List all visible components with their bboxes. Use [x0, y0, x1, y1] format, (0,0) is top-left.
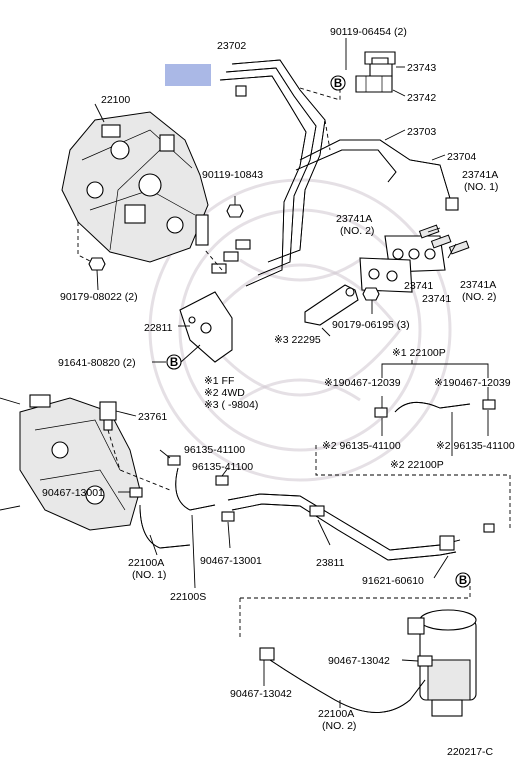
- label-23704: 23704: [447, 151, 476, 163]
- injection-pump-22100[interactable]: [61, 111, 209, 263]
- label-90467-13042-b: 90467-13042: [230, 688, 292, 700]
- note-3: ※3 ( -9804): [204, 399, 258, 411]
- label-23702: 23702: [217, 40, 246, 52]
- label-23743: 23743: [407, 62, 436, 74]
- hose-22100A-no1[interactable]: [139, 504, 191, 549]
- label-90119-06454: 90119-06454 (2): [330, 26, 407, 38]
- note-1: ※1 FF: [204, 375, 234, 387]
- watermark-emblem: [148, 178, 452, 482]
- label-23761: 23761: [138, 411, 167, 423]
- callout-b-3: B: [459, 575, 467, 587]
- label-96135-a: 96135-41100: [184, 444, 245, 456]
- label-22100P-1: ※1 22100P: [392, 347, 446, 359]
- bolt-90119-10843[interactable]: [226, 196, 244, 218]
- fuel-filter[interactable]: [407, 609, 477, 717]
- label-91621-60610: 91621-60610: [362, 575, 424, 587]
- label-90179-06195: 90179-06195 (3): [332, 319, 410, 331]
- label-23703: 23703: [407, 126, 436, 138]
- clamp-23741[interactable]: [359, 235, 446, 293]
- label-190467-b: ※190467-12039: [434, 377, 511, 389]
- label-23742: 23742: [407, 92, 436, 104]
- label-90467-13042-a: 90467-13042: [328, 655, 390, 667]
- label-23741-a: 23741: [404, 280, 433, 292]
- label-22100P-2: ※2 22100P: [390, 459, 444, 471]
- label-23811: 23811: [316, 557, 345, 569]
- label-22100A-2: 22100A: [318, 708, 354, 720]
- injection-pipes[interactable]: [211, 59, 459, 287]
- bolts-90179-06195[interactable]: [362, 287, 380, 301]
- label-23741A-1-no: (NO. 1): [464, 181, 498, 193]
- bolts-90179-08022[interactable]: [77, 222, 106, 271]
- label-96135-b: 96135-41100: [192, 461, 253, 473]
- label-22295: ※3 22295: [274, 334, 321, 346]
- label-23741-b: 23741: [422, 293, 451, 305]
- label-23741A-2-no: (NO. 2): [340, 225, 374, 237]
- label-190467-a: ※190467-12039: [324, 377, 401, 389]
- label-90467-13001-b: 90467-13001: [200, 555, 262, 567]
- callout-b-1: B: [334, 78, 342, 90]
- hose-22100S[interactable]: [175, 467, 216, 511]
- hose-22100A-no2[interactable]: [259, 647, 433, 713]
- fuel-pump-lower[interactable]: [19, 394, 141, 531]
- note-2: ※2 4WD: [204, 387, 245, 399]
- highlight-marker[interactable]: [165, 64, 211, 86]
- label-90179-08022: 90179-08022 (2): [60, 291, 138, 303]
- label-22100: 22100: [101, 94, 130, 106]
- label-22100A-1-no: (NO. 1): [132, 569, 166, 581]
- label-22100A-2-no: (NO. 2): [322, 720, 356, 732]
- bracket-22811[interactable]: [179, 291, 233, 363]
- label-91641-80820: 91641-80820 (2): [58, 357, 136, 369]
- label-23741A-3-no: (NO. 2): [462, 291, 496, 303]
- fuel-pipe-23811[interactable]: [227, 493, 495, 561]
- label-22100A-1: 22100A: [128, 557, 164, 569]
- bracket-22295[interactable]: [304, 284, 359, 326]
- callout-b-2: B: [170, 357, 178, 369]
- clamp-23743[interactable]: [364, 51, 396, 77]
- hose-22100P[interactable]: [394, 402, 471, 413]
- clamp-23742[interactable]: [355, 75, 393, 93]
- label-2-96135-a: ※2 96135-41100: [322, 440, 401, 452]
- label-22811: 22811: [144, 322, 173, 334]
- label-23741A-1: 23741A: [462, 169, 498, 181]
- label-90119-10843: 90119-10843: [202, 169, 263, 181]
- label-2-96135-b: ※2 96135-41100: [436, 440, 515, 452]
- diagram-id: 220217-C: [447, 746, 494, 758]
- label-23741A-2: 23741A: [336, 213, 372, 225]
- label-23741A-3: 23741A: [460, 279, 496, 291]
- clamps-lower[interactable]: [129, 399, 496, 522]
- label-22100S: 22100S: [170, 591, 206, 603]
- label-90467-13001-a: 90467-13001: [42, 487, 104, 499]
